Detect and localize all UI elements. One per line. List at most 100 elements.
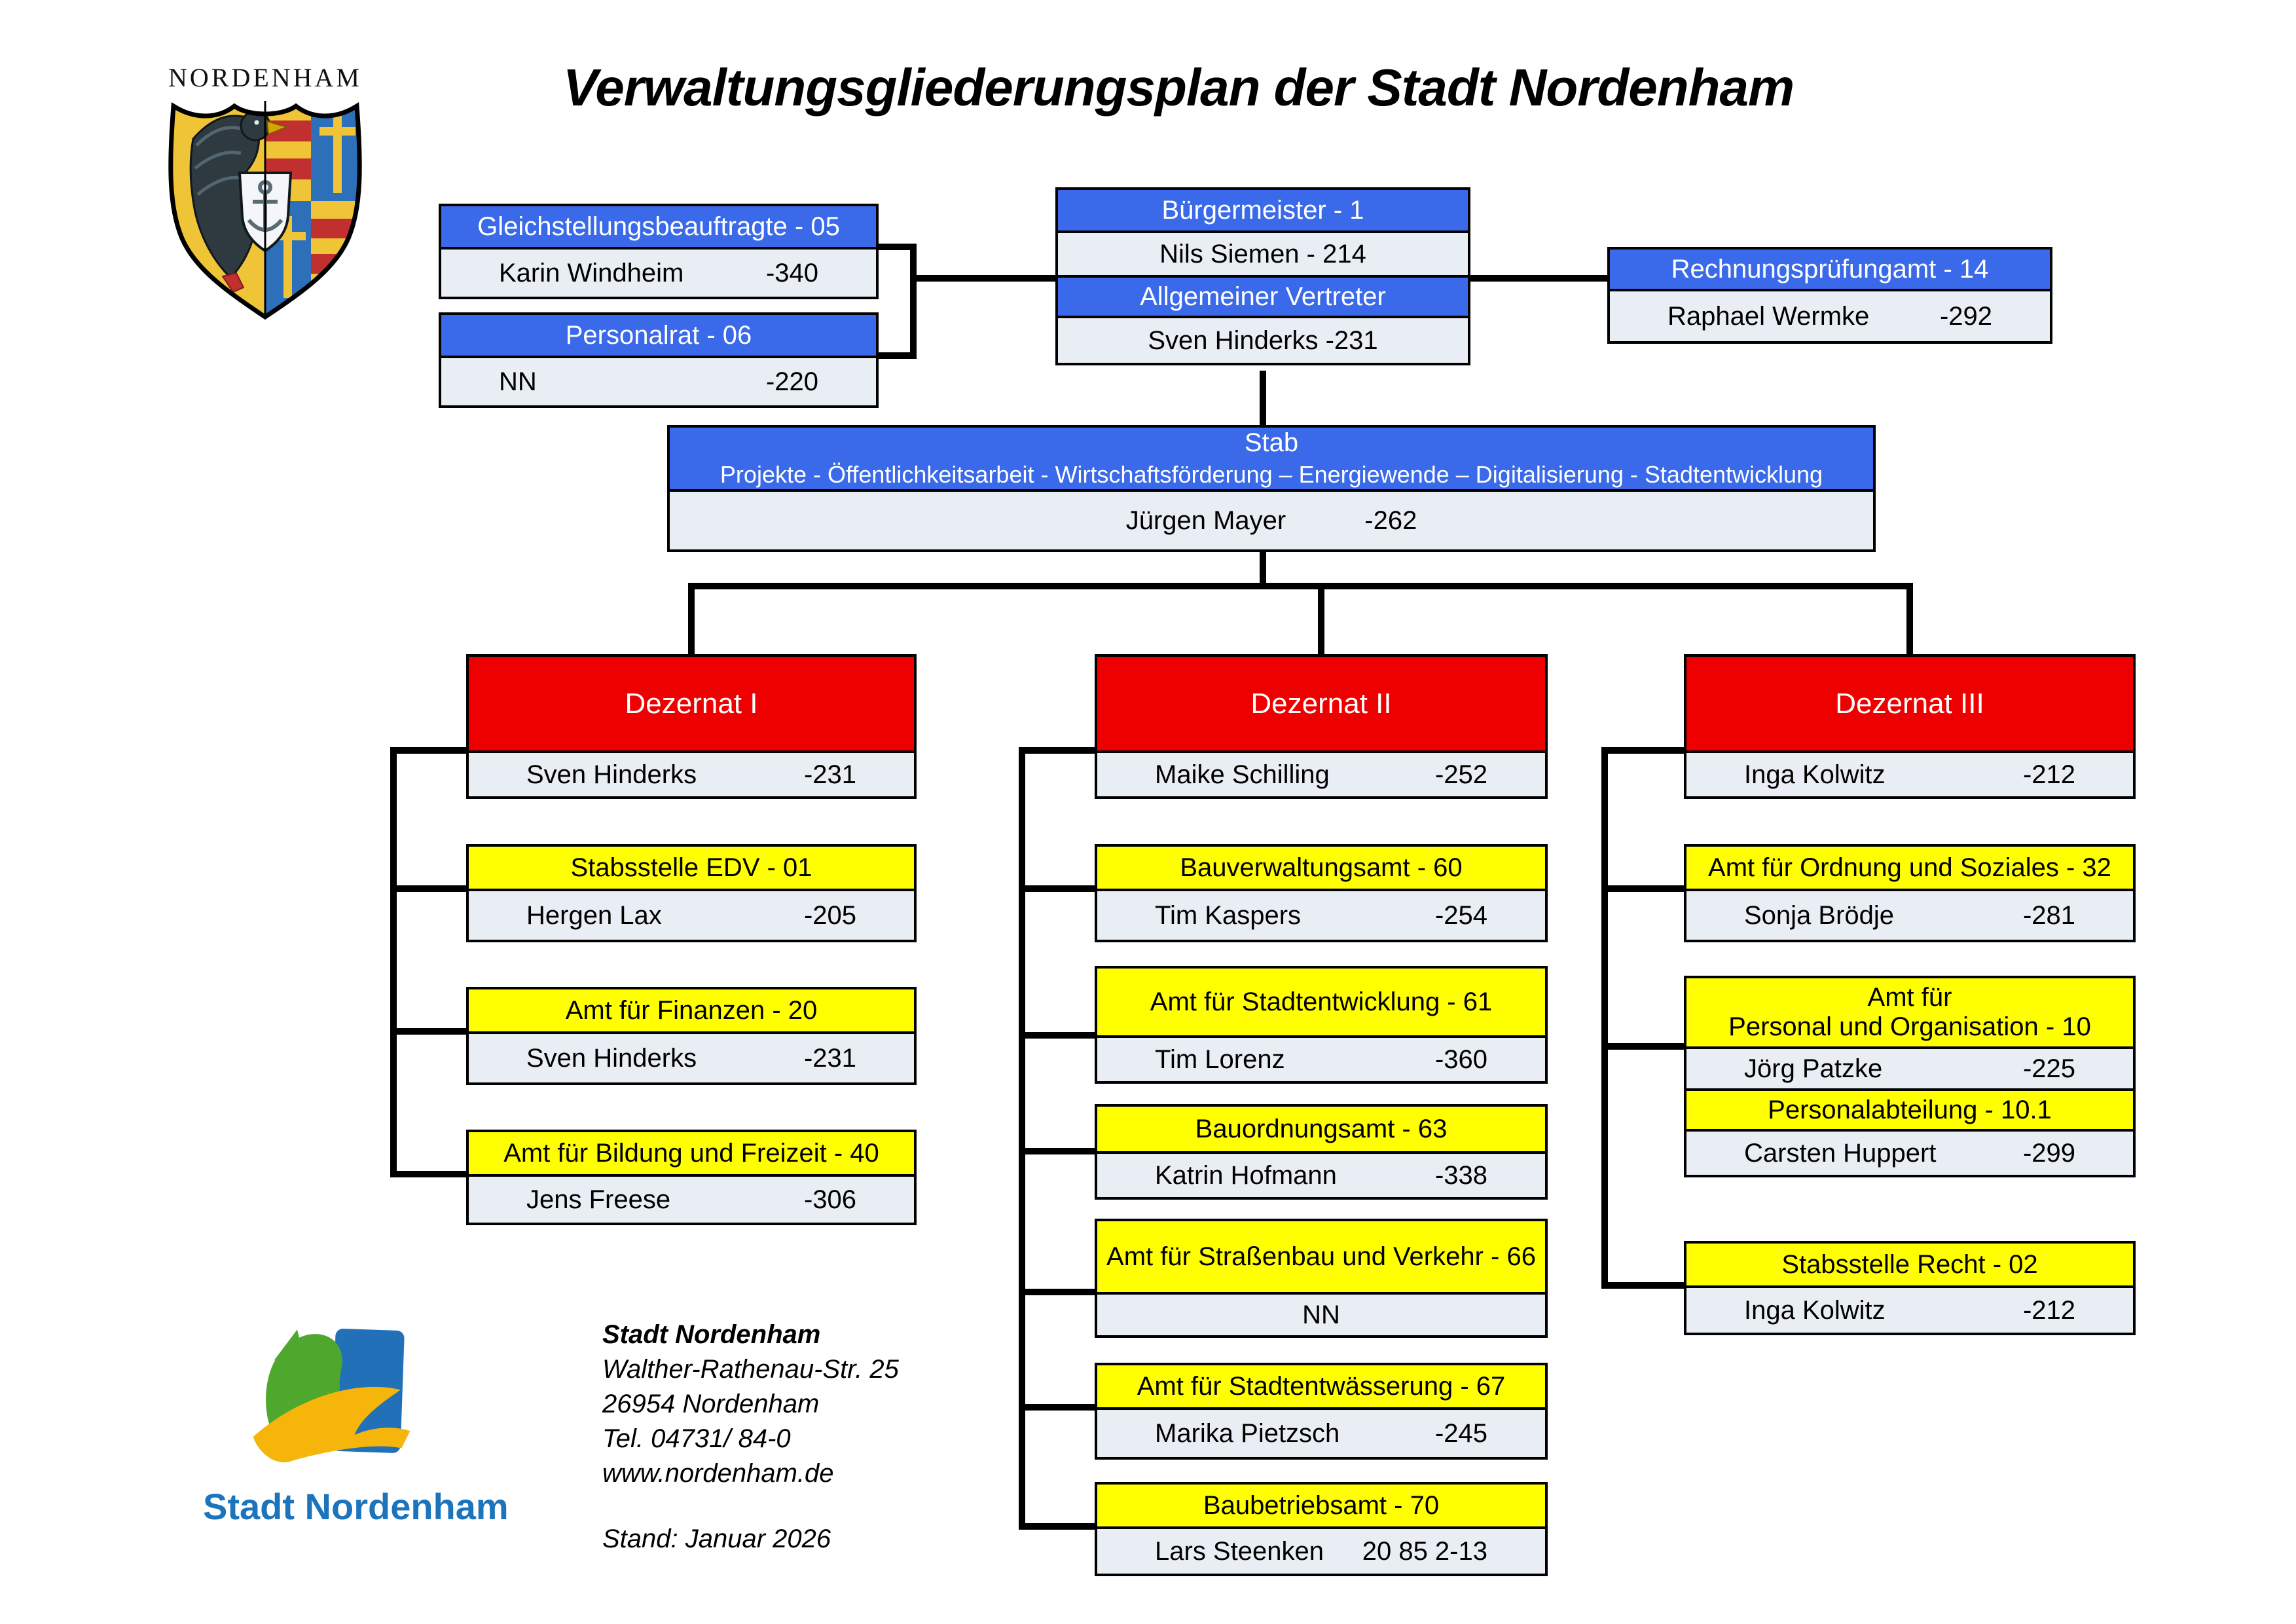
connector-line <box>390 1171 466 1177</box>
box-amt-ordnung-soziales: Amt für Ordnung und Soziales - 32 Sonja … <box>1684 844 2136 942</box>
amt-header: Amt für Straßenbau und Verkehr - 66 <box>1097 1221 1545 1292</box>
connector-line <box>1260 549 1266 589</box>
person-phone: -254 <box>1434 900 1487 930</box>
buergermeister-holder: Nils Siemen - 214 <box>1058 231 1468 275</box>
amt-header-line1: Amt für <box>1867 983 1952 1012</box>
amt-body: Lars Steenken 20 85 2-13 <box>1097 1526 1545 1574</box>
person-phone: -225 <box>2022 1054 2075 1083</box>
box-gleichstellungsbeauftragte: Gleichstellungsbeauftragte - 05 Karin Wi… <box>439 204 879 299</box>
person-name: Marika Pietzsch <box>1155 1418 1340 1448</box>
box-dezernat-3: Dezernat III Inga Kolwitz -212 <box>1684 654 2136 799</box>
person-name: Hergen Lax <box>526 900 662 930</box>
person-name: Sonja Brödje <box>1744 900 1895 930</box>
dezernat-3-title: Dezernat III <box>1686 657 2133 750</box>
person-name: Sven Hinderks <box>526 760 697 789</box>
amt-body: NN <box>1097 1292 1545 1335</box>
person-name: Katrin Hofmann <box>1155 1160 1337 1190</box>
person-name: Jörg Patzke <box>1744 1054 1883 1083</box>
box-stabsstelle-recht: Stabsstelle Recht - 02 Inga Kolwitz -212 <box>1684 1241 2136 1335</box>
buergermeister-header: Bürgermeister - 1 <box>1058 190 1468 231</box>
person-phone: -212 <box>2022 1295 2075 1325</box>
box-personalrat: Personalrat - 06 NN -220 <box>439 312 879 408</box>
amt-body: Tim Lorenz -360 <box>1097 1035 1545 1081</box>
person-phone: -338 <box>1434 1160 1487 1190</box>
amt-body: Tim Kaspers -254 <box>1097 889 1545 940</box>
person-phone: -205 <box>803 900 856 930</box>
box-amt-personal-organisation: Amt für Personal und Organisation - 10 J… <box>1684 976 2136 1177</box>
amt-header: Amt für Stadtentwässerung - 67 <box>1097 1365 1545 1407</box>
box-amt-finanzen: Amt für Finanzen - 20 Sven Hinderks -231 <box>466 987 917 1085</box>
rechnungspruefungamt-body: Raphael Wermke -292 <box>1610 289 2050 341</box>
person-phone: -292 <box>1939 301 1992 331</box>
connector-line <box>1019 747 1025 1530</box>
allgemeiner-vertreter-header: Allgemeiner Vertreter <box>1058 275 1468 316</box>
connector-line <box>390 747 397 1177</box>
connector-line <box>390 885 466 892</box>
amt-header: Amt für Finanzen - 20 <box>469 989 914 1031</box>
amt-body: Jens Freese -306 <box>469 1174 914 1223</box>
amt-body: Katrin Hofmann -338 <box>1097 1151 1545 1197</box>
box-bauverwaltungsamt: Bauverwaltungsamt - 60 Tim Kaspers -254 <box>1095 844 1548 942</box>
coat-of-arms-graphic: NORDENHAM <box>168 63 362 320</box>
person-name: Jens Freese <box>526 1185 671 1214</box>
person-name: Tim Kaspers <box>1155 900 1302 930</box>
address-web: www.nordenham.de <box>602 1459 834 1488</box>
connector-line <box>1601 885 1684 892</box>
box-amt-stadtentwicklung: Amt für Stadtentwicklung - 61 Tim Lorenz… <box>1095 966 1548 1084</box>
stab-subtitle: Projekte - Öffentlichkeitsarbeit - Wirts… <box>720 461 1823 489</box>
connector-line <box>688 583 1913 589</box>
person-phone: -262 <box>1364 506 1417 535</box>
stab-header: Stab Projekte - Öffentlichkeitsarbeit - … <box>670 428 1873 489</box>
dezernat-2-head: Maike Schilling -252 <box>1097 750 1545 796</box>
connector-line <box>1260 371 1266 428</box>
page-title: Verwaltungsgliederungsplan der Stadt Nor… <box>562 58 1795 117</box>
rechnungspruefungamt-header: Rechnungsprüfungamt - 14 <box>1610 249 2050 289</box>
stand-date: Stand: Januar 2026 <box>602 1524 831 1553</box>
person-phone: -212 <box>2022 760 2075 789</box>
person-name: Karin Windheim <box>499 258 684 287</box>
city-logo <box>253 1329 410 1463</box>
connector-line <box>879 244 917 250</box>
amt-body: Sonja Brödje -281 <box>1686 889 2133 940</box>
connector-line <box>390 1028 466 1035</box>
person-phone: -281 <box>2022 900 2075 930</box>
shield-fields <box>170 106 360 317</box>
box-bauordnungsamt: Bauordnungsamt - 63 Katrin Hofmann -338 <box>1095 1104 1548 1200</box>
connector-line <box>1019 1148 1095 1154</box>
person-name: Inga Kolwitz <box>1744 760 1886 789</box>
amt-header: Amt für Stadtentwicklung - 61 <box>1097 969 1545 1035</box>
connector-line <box>688 583 695 657</box>
connector-line <box>879 352 917 359</box>
personalabteilung-header: Personalabteilung - 10.1 <box>1686 1088 2133 1129</box>
logo-green-arrow <box>274 1329 305 1361</box>
amt-body: Jörg Patzke -225 <box>1686 1046 2133 1088</box>
connector-line <box>1601 747 1608 1289</box>
connector-line <box>910 244 917 359</box>
box-rechnungspruefungamt: Rechnungsprüfungamt - 14 Raphael Wermke … <box>1607 247 2052 344</box>
connector-line <box>1019 1523 1095 1530</box>
amt-header: Stabsstelle EDV - 01 <box>469 847 914 889</box>
connector-line <box>1019 1032 1095 1039</box>
person-name: Carsten Huppert <box>1744 1138 1937 1168</box>
address-city: 26954 Nordenham <box>602 1390 820 1418</box>
allgemeiner-vertreter-holder: Sven Hinderks -231 <box>1058 316 1468 363</box>
amt-body: Inga Kolwitz -212 <box>1686 1285 2133 1333</box>
amt-body: Hergen Lax -205 <box>469 889 914 940</box>
address-street: Walther-Rathenau-Str. 25 <box>602 1355 899 1384</box>
coat-of-arms: NORDENHAM <box>157 60 373 348</box>
gleichstellung-header: Gleichstellungsbeauftragte - 05 <box>441 206 876 247</box>
box-dezernat-1: Dezernat I Sven Hinderks -231 <box>466 654 917 799</box>
personalrat-header: Personalrat - 06 <box>441 315 876 356</box>
person-phone: -360 <box>1434 1044 1487 1074</box>
box-stab: Stab Projekte - Öffentlichkeitsarbeit - … <box>667 425 1876 552</box>
person-phone: -231 <box>803 1043 856 1073</box>
person-name: Raphael Wermke <box>1667 301 1870 331</box>
connector-line <box>1601 1043 1684 1050</box>
box-stabsstelle-edv: Stabsstelle EDV - 01 Hergen Lax -205 <box>466 844 917 942</box>
stab-body: Jürgen Mayer -262 <box>670 489 1873 549</box>
person-phone: -340 <box>765 258 818 287</box>
amt-body: Sven Hinderks -231 <box>469 1031 914 1082</box>
person-name: Lars Steenken <box>1155 1536 1324 1566</box>
amt-header: Amt für Bildung und Freizeit - 40 <box>469 1132 914 1174</box>
box-amt-bildung-freizeit: Amt für Bildung und Freizeit - 40 Jens F… <box>466 1130 917 1225</box>
